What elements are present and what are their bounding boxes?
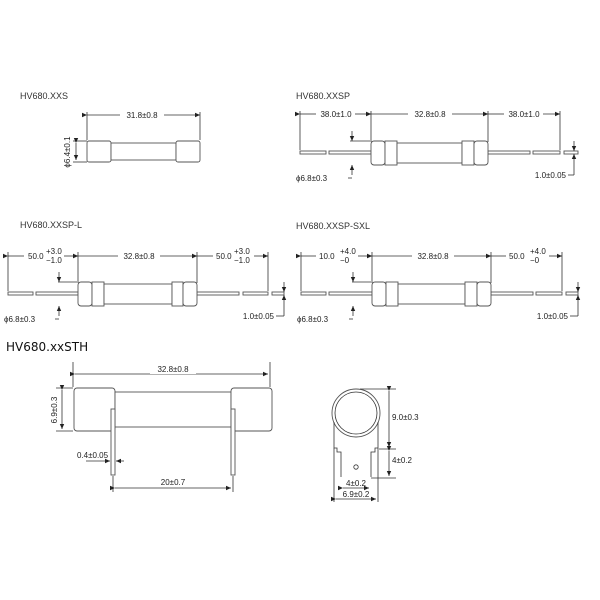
mounting-hole bbox=[353, 464, 359, 470]
pin-spacing-dim: 20±0.7 bbox=[161, 478, 186, 487]
lead-right-segment bbox=[242, 291, 269, 296]
lead-right-segment bbox=[490, 291, 534, 296]
fuse-cap-right bbox=[182, 281, 198, 307]
height-dim: 6.9±0.3 bbox=[50, 396, 59, 423]
lead-right-segment bbox=[532, 150, 561, 155]
fuse-body bbox=[396, 142, 463, 164]
fuse-band-left bbox=[384, 140, 398, 166]
lead-right-plus: +4.0 bbox=[530, 247, 546, 256]
end-height-dim: 9.0±0.3 bbox=[392, 413, 419, 422]
tab-width-dim: 4±0.2 bbox=[346, 479, 367, 488]
drawing-title: HV680.XXS bbox=[20, 91, 68, 101]
diameter-dim: ϕ6.8±0.3 bbox=[4, 315, 36, 324]
tab-height-dim: 4±0.2 bbox=[392, 456, 413, 465]
lead-right-segment bbox=[535, 291, 563, 296]
fuse-cap-left bbox=[371, 281, 387, 307]
fuse-cap-right bbox=[473, 140, 489, 166]
lead-right-segment bbox=[196, 291, 240, 296]
drawing-xxsp-sxl: HV680.XXSP-SXL 10.0 +4.0 −0 32.8±0.8 50.… bbox=[296, 221, 581, 324]
lead-left-nominal: 50.0 bbox=[28, 252, 44, 261]
lead-left-minus: −0 bbox=[340, 256, 350, 265]
fuse-band-left bbox=[385, 281, 399, 307]
lead-left-minus: −1.0 bbox=[46, 256, 62, 265]
drawing-xxsp-l: HV680.XXSP-L 50.0 +3.0 −1.0 32.8±0.8 50.… bbox=[3, 220, 287, 324]
lead-left-segment bbox=[328, 150, 372, 155]
lead-left-nominal: 10.0 bbox=[319, 252, 335, 261]
fuse-cap-right bbox=[476, 281, 492, 307]
end-view: 9.0±0.3 4±0.2 4±0.2 6.9±0.2 bbox=[331, 386, 419, 502]
diameter-dim: ϕ6.4±0.1 bbox=[63, 136, 72, 168]
drawing-title: HV680.xxSTH bbox=[6, 340, 88, 354]
drawing-title: HV680.XXSP-SXL bbox=[296, 221, 370, 231]
fuse-band-right bbox=[461, 140, 475, 166]
tab-thickness-dim: 0.4±0.05 bbox=[77, 451, 109, 460]
length-dim: 32.8±0.8 bbox=[417, 252, 449, 261]
end-cap-circle bbox=[331, 388, 381, 438]
pin-right bbox=[230, 408, 236, 476]
fuse-cap-left bbox=[370, 140, 386, 166]
pin-left bbox=[110, 408, 116, 476]
lead-left-segment bbox=[35, 291, 79, 296]
fuse-cap-right bbox=[230, 387, 273, 432]
lead-right-dim: 38.0±1.0 bbox=[508, 110, 540, 119]
length-dim: 32.8±0.8 bbox=[123, 252, 155, 261]
lead-section bbox=[565, 291, 579, 296]
lead-right-nominal: 50.0 bbox=[216, 252, 232, 261]
lead-diameter-dim: 1.0±0.05 bbox=[243, 312, 275, 321]
fuse-body bbox=[110, 142, 177, 161]
lead-section bbox=[271, 291, 285, 296]
fuse-band-right bbox=[464, 281, 478, 307]
fuse-body bbox=[397, 283, 466, 305]
length-dim: 31.8±0.8 bbox=[126, 111, 158, 120]
fuse-body bbox=[103, 283, 173, 305]
fuse-cap-left bbox=[77, 281, 93, 307]
drawing-title: HV680.XXSP bbox=[296, 91, 350, 101]
lead-left-segment bbox=[328, 291, 373, 296]
lead-left-plus: +4.0 bbox=[340, 247, 356, 256]
fuse-cap-right bbox=[175, 140, 201, 163]
fuse-cap-left bbox=[86, 140, 112, 163]
lead-right-minus: −0 bbox=[530, 256, 540, 265]
lead-left-dim: 38.0±1.0 bbox=[320, 110, 352, 119]
lead-left-segment bbox=[300, 291, 327, 296]
diameter-dim: ϕ6.8±0.3 bbox=[296, 174, 328, 183]
length-dim: 32.8±0.8 bbox=[157, 365, 189, 374]
drawing-xxsp: HV680.XXSP 38.0±1.0 32.8±0.8 38.0±1.0 ϕ6… bbox=[295, 91, 579, 183]
diameter-dim: ϕ6.8±0.3 bbox=[297, 315, 329, 324]
lead-right-nominal: 50.0 bbox=[509, 252, 525, 261]
fuse-cap-left bbox=[73, 387, 116, 432]
lead-right-segment bbox=[487, 150, 531, 155]
fuse-band-right bbox=[171, 281, 184, 307]
lead-diameter-dim: 1.0±0.05 bbox=[537, 312, 569, 321]
fuse-body bbox=[114, 391, 232, 428]
drawing-xxsth: HV680.xxSTH 32.8±0.8 6.9±0.3 0.4±0.05 20… bbox=[6, 340, 419, 502]
lead-right-plus: +3.0 bbox=[234, 247, 250, 256]
drawing-xxs: HV680.XXS 31.8±0.8 ϕ6.4±0.1 bbox=[20, 91, 201, 168]
drawing-title: HV680.XXSP-L bbox=[20, 220, 82, 230]
length-dim: 32.8±0.8 bbox=[414, 110, 446, 119]
lead-diameter-dim: 1.0±0.05 bbox=[535, 171, 567, 180]
lead-left-plus: +3.0 bbox=[46, 247, 62, 256]
lead-right-minus: −1.0 bbox=[234, 256, 250, 265]
lead-section bbox=[563, 150, 579, 155]
lead-left-segment bbox=[299, 150, 327, 155]
fuse-band-left bbox=[91, 281, 105, 307]
end-width-dim: 6.9±0.2 bbox=[343, 490, 370, 499]
lead-left-segment bbox=[7, 291, 34, 296]
